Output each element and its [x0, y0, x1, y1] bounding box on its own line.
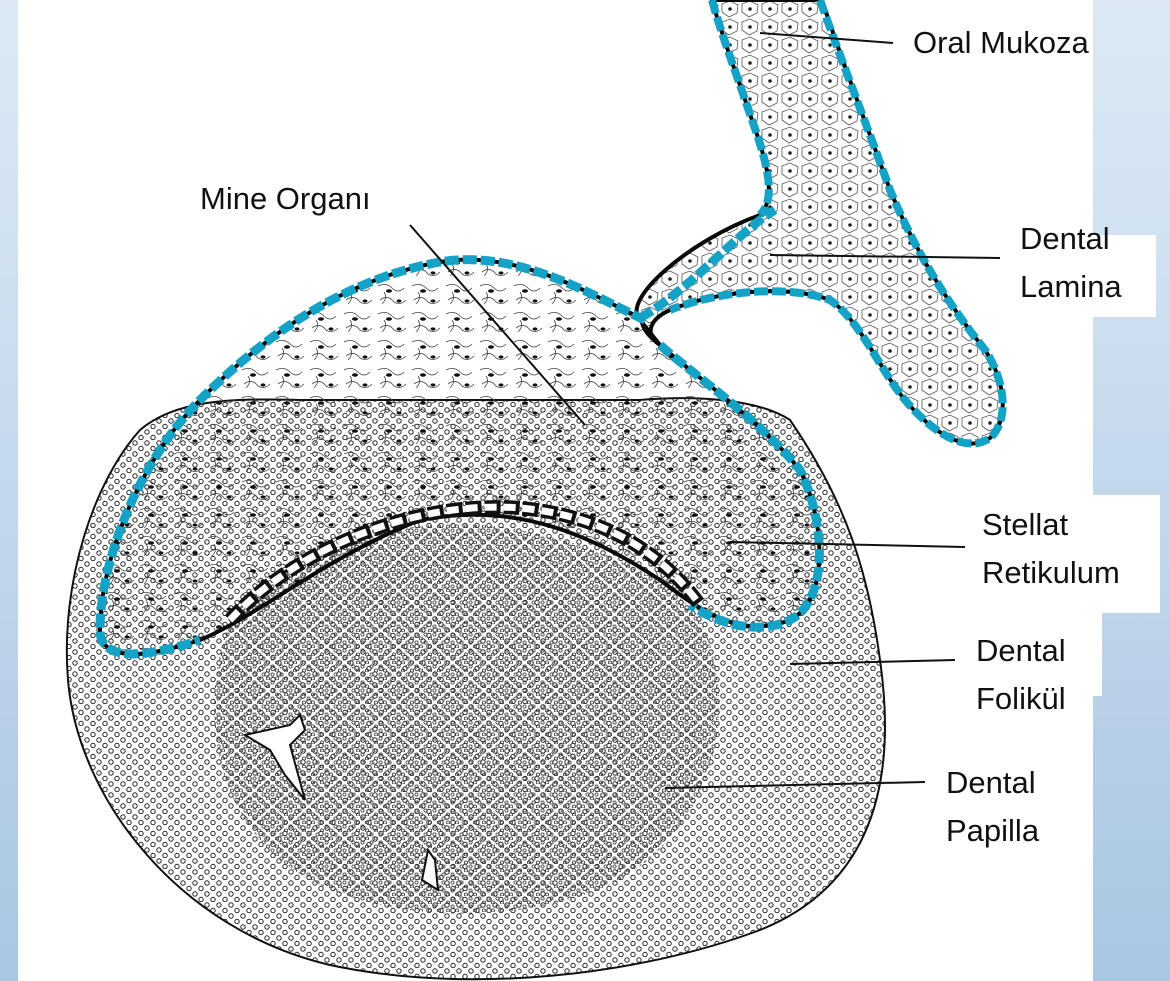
label-folikul-line2: Folikül	[976, 680, 1066, 718]
label-stellat-line1: Stellat	[982, 506, 1068, 544]
label-papilla-line2: Papilla	[946, 812, 1039, 850]
label-dental-lamina-line1: Dental	[1020, 220, 1110, 258]
label-dental-lamina-line2: Lamina	[1020, 268, 1122, 306]
label-papilla-line1: Dental	[946, 764, 1036, 802]
label-stellat-line2: Retikulum	[982, 554, 1120, 592]
label-mine-organi: Mine Organı	[200, 180, 371, 218]
label-folikul-line1: Dental	[976, 632, 1066, 670]
label-oral-mukoza: Oral Mukoza	[913, 24, 1089, 62]
